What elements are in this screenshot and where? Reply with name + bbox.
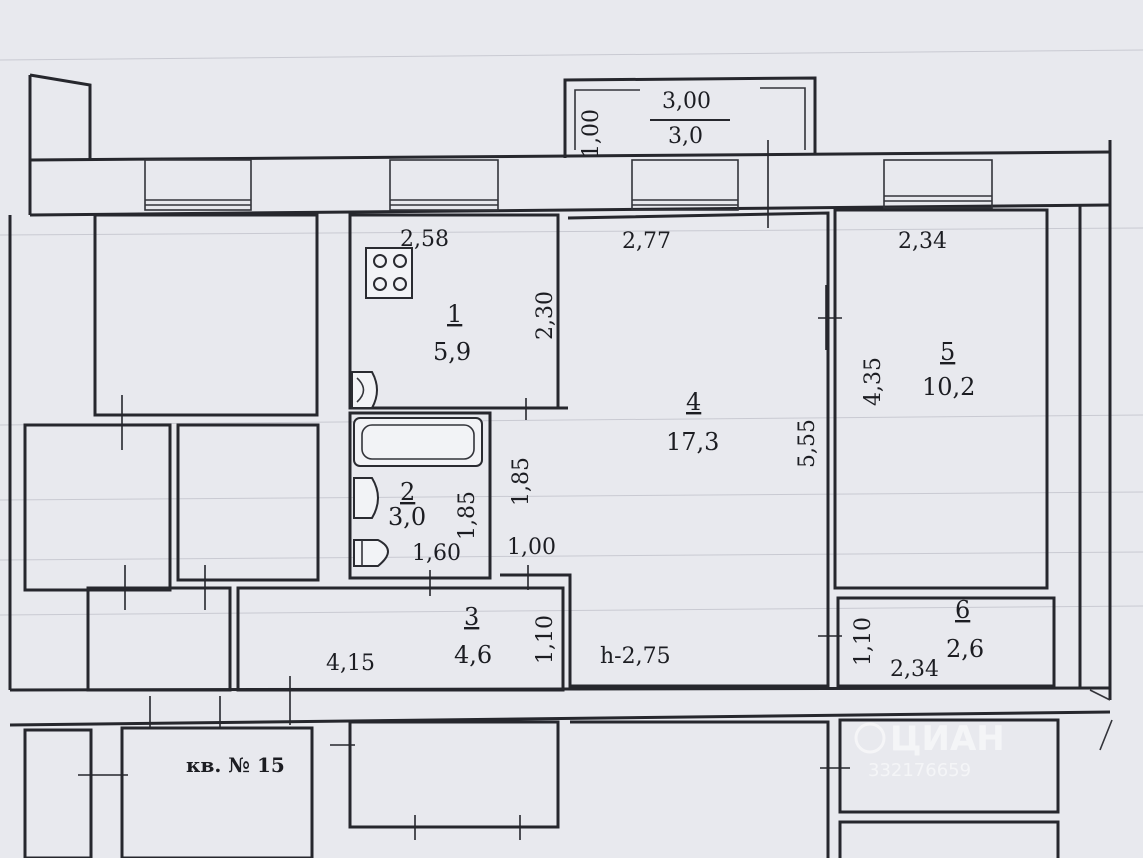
toilet-icon (353, 539, 389, 567)
balcony-dim-side: 1,00 (579, 109, 604, 158)
neighbor-apartment-label: кв. № 15 (186, 753, 285, 777)
room-2-width: 1,60 (412, 541, 461, 566)
room-3-number: 3 (464, 603, 479, 631)
watermark-id: 332176659 (868, 760, 971, 781)
sink-icon (351, 371, 378, 409)
balcony-dim-top: 3,00 (662, 89, 711, 114)
room-5-width: 2,34 (898, 229, 947, 254)
neighbor-rooms-left (23, 213, 320, 692)
room-4-corridor-dim: 1,85 (509, 457, 534, 506)
balcony (563, 76, 817, 228)
room-3 (236, 586, 565, 725)
ceiling-height: h-2,75 (600, 644, 671, 669)
room-2 (348, 411, 492, 596)
room-1-height: 2,30 (533, 291, 558, 340)
room-1-number: 1 (447, 300, 462, 328)
room-6 (836, 596, 1056, 688)
room-1 (348, 213, 560, 410)
watermark: ЦИАН 332176659 (854, 719, 1005, 781)
room-4-width: 2,77 (622, 229, 671, 254)
room-5-height: 4,35 (861, 357, 886, 406)
bathtub-icon (353, 417, 483, 467)
room-3-area: 4,6 (454, 641, 492, 669)
room-4-height: 5,55 (795, 419, 820, 468)
room-3-height: 1,10 (533, 615, 558, 664)
balcony-dim-bottom: 3,0 (668, 124, 703, 149)
neighbor-rooms-bottom (23, 689, 1113, 858)
room-5-number: 5 (940, 338, 955, 366)
stove-icon (365, 247, 413, 299)
windows (144, 159, 993, 211)
room-6-area: 2,6 (946, 635, 984, 663)
room-4-area: 17,3 (666, 428, 719, 456)
room-6-height: 1,10 (851, 617, 876, 666)
washbasin-icon (353, 477, 379, 519)
room-2-number: 2 (400, 478, 415, 506)
room-1-area: 5,9 (433, 338, 471, 366)
cian-logo-icon (854, 722, 886, 754)
room-6-number: 6 (955, 596, 970, 624)
room-5 (825, 208, 1049, 590)
room-4-opening-dim: 1,00 (507, 535, 556, 560)
room-1-width: 2,58 (400, 227, 449, 252)
room-3-width: 4,15 (326, 651, 375, 676)
room-4-number: 4 (686, 388, 701, 416)
room-6-width: 2,34 (890, 657, 939, 682)
room-5-area: 10,2 (922, 373, 975, 401)
watermark-brand: ЦИАН (890, 719, 1005, 759)
room-2-height: 1,85 (455, 491, 480, 540)
room-2-area: 3,0 (388, 503, 426, 531)
